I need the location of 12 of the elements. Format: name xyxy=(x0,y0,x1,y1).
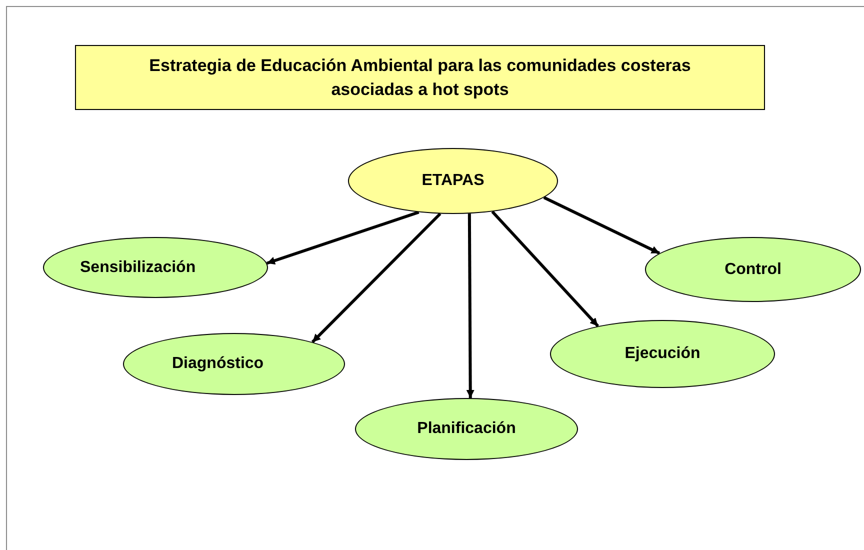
arrow xyxy=(491,210,600,328)
stage-label: Control xyxy=(724,260,782,280)
stage-label: Diagnóstico xyxy=(172,354,264,374)
diagram-title: Estrategia de Educación Ambiental para las comunidades costeras asociadas a hot spots xyxy=(148,54,692,100)
arrow xyxy=(311,212,442,344)
stage-label: ETAPAS xyxy=(422,171,484,191)
stage-label: Sensibilización xyxy=(80,258,196,278)
stage-label: Planificación xyxy=(417,419,516,439)
arrow xyxy=(543,196,660,255)
arrow xyxy=(266,210,420,265)
arrow xyxy=(466,214,474,398)
stage-label: Ejecución xyxy=(624,344,700,364)
